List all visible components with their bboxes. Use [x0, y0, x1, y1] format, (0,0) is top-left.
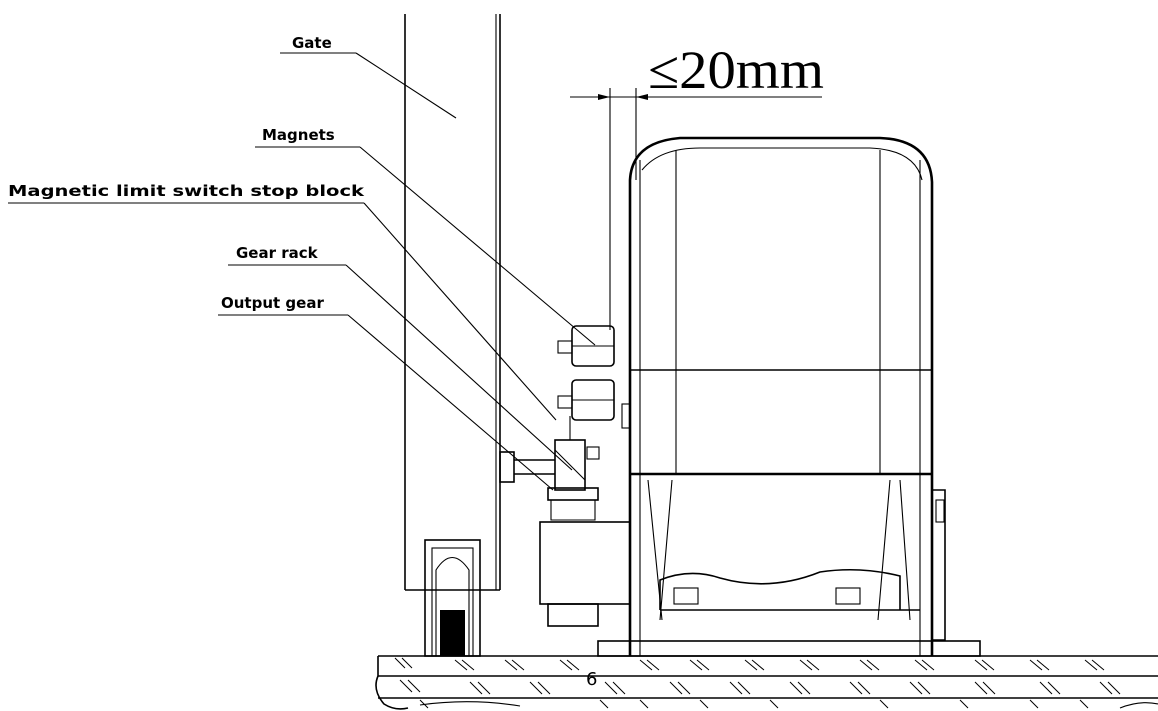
callout-gear-rack: Gear rack: [228, 244, 573, 471]
label-magnets: Magnets: [262, 126, 335, 144]
callout-magnets: Magnets: [255, 126, 596, 346]
dimension-label: ≤20mm: [648, 40, 824, 100]
operator-body: [621, 136, 946, 656]
gate-beam: [404, 14, 501, 591]
callout-stop-block: Magnetic limit switch stop block: [8, 182, 557, 421]
callout-output-gear: Output gear: [218, 294, 554, 491]
ground-base: [375, 655, 1158, 710]
gate-wheel: [424, 539, 481, 657]
base-plate: [597, 640, 981, 657]
stop-block: [554, 416, 600, 491]
label-output-gear: Output gear: [221, 294, 324, 312]
output-gear: [539, 487, 631, 627]
label-stop-block: Magnetic limit switch stop block: [8, 182, 365, 200]
label-gate: Gate: [292, 34, 332, 52]
dimension-gap: ≤20mm: [570, 40, 824, 330]
callout-gate: Gate: [280, 34, 457, 119]
ground-hatching: [394, 657, 1121, 709]
label-gear-rack: Gear rack: [236, 244, 319, 262]
magnets: [557, 325, 615, 421]
page-number: 6: [586, 669, 597, 690]
gear-rack-bracket: [499, 451, 555, 483]
